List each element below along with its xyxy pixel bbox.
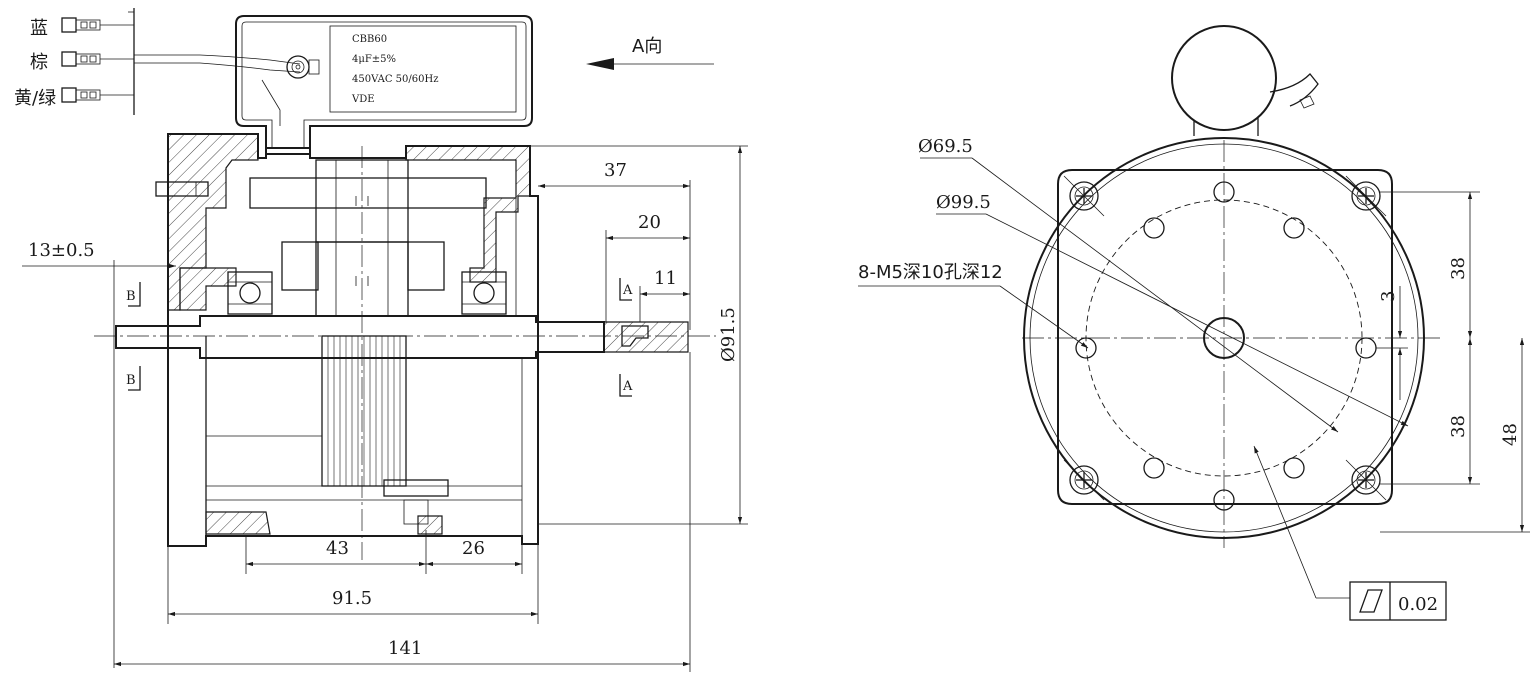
wire-label-brown: 棕 [30,52,48,73]
dim-43: 43 [326,538,349,559]
mount-hole-top [1213,181,1235,203]
dim-diameter-91-5: Ø91.5 [718,307,739,362]
capacitor-box: CBB60 4μF±5% 450VAC 50/60Hz VDE [235,15,533,155]
mount-hole-bottom [1213,489,1235,511]
capacitor-model: CBB60 [352,34,387,45]
corner-screw-br [1345,459,1387,501]
mount-hole-ul [1143,217,1165,239]
mount-hole-right [1355,337,1377,359]
corner-screw-bl [1063,459,1105,501]
dim-26: 26 [462,538,485,559]
section-mark-b-top: B [126,289,136,304]
terminal-connector-1 [61,17,101,33]
dim-37: 37 [604,160,627,181]
dim-38-lower: 38 [1448,415,1469,438]
view-direction-label: A向 [632,36,662,57]
capacitor-bump [1171,25,1277,131]
mount-hole-left [1075,337,1097,359]
dim-diameter-99-5: Ø99.5 [936,192,991,213]
mount-hole-lr [1283,457,1305,479]
capacitor-label-plate [329,25,517,113]
wire-label-blue: 蓝 [30,18,48,39]
tolerance-value: 0.02 [1398,594,1438,615]
flatness-icon [1359,589,1383,613]
mount-hole-ll [1143,457,1165,479]
left-bearing [227,271,273,315]
capacitor-voltage: 450VAC 50/60Hz [352,74,439,85]
section-mark-a-bottom: A [622,379,633,394]
section-mark-a-top: A [622,283,633,298]
dim-20: 20 [638,212,661,233]
mount-hole-ur [1283,217,1305,239]
wire-label-yellow-green: 黄/绿 [14,88,56,109]
terminal-connector-2 [61,51,101,67]
dim-141: 141 [388,638,422,659]
flatness-tolerance-frame: 0.02 [1253,445,1447,621]
dim-3: 3 [1378,291,1399,302]
cable-gland [286,55,320,79]
section-marks: A A B B [126,278,633,397]
dim-diameter-69-5: Ø69.5 [918,136,973,157]
dim-48: 48 [1500,423,1521,446]
wire-leads: 蓝 棕 黄/绿 [14,8,301,115]
section-mark-b-bottom: B [126,373,136,388]
dim-91-5: 91.5 [332,588,372,609]
dim-13: 13±0.5 [28,240,95,261]
corner-screw-tl [1063,175,1105,217]
dim-11: 11 [654,268,677,289]
terminal-connector-3 [61,87,101,103]
motor-side-section [94,133,716,560]
view-direction-arrow: A向 [586,36,714,70]
capacitor-cert: VDE [351,94,375,105]
corner-screw-tr [1345,175,1387,217]
dim-hole-spec: 8-M5深10孔深12 [858,262,1003,283]
capacitor-capacitance: 4μF±5% [352,54,396,65]
side-view-dimensions: 37 20 11 13±0.5 Ø91.5 43 26 91.5 [22,145,748,672]
motor-front-view: Ø69.5 Ø99.5 8-M5深10孔深12 38 38 48 3 0.02 [858,25,1530,621]
right-bearing [461,271,507,315]
dim-38-upper: 38 [1448,257,1469,280]
